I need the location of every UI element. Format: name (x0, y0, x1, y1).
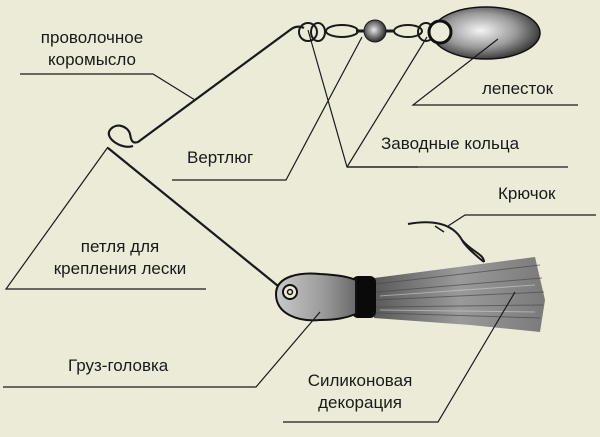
jig-eye (282, 284, 298, 300)
label-jig-head: Груз-головка (68, 356, 169, 375)
label-wire-arm-line2: коромысло (48, 50, 136, 69)
label-split-rings: Заводные кольца (381, 134, 520, 153)
label-swivel: Вертлюг (187, 148, 254, 167)
label-skirt-line1: Силиконовая (307, 371, 413, 390)
blade-ring (427, 19, 453, 45)
silicone-skirt (374, 257, 545, 332)
hook (407, 221, 485, 263)
jig-head (274, 272, 357, 322)
split-ring-left (298, 22, 318, 42)
label-line-tie-line2: крепления лески (53, 259, 187, 278)
swivel-link-left (325, 24, 359, 38)
label-line-tie: петля для крепления лески (30, 236, 210, 280)
bead (363, 19, 387, 43)
label-skirt-line2: декорация (318, 393, 402, 412)
wire-arm (107, 25, 305, 291)
leader-lines (3, 29, 596, 423)
swivel-assembly (298, 22, 435, 42)
label-silicone-skirt: Силиконовая декорация (290, 370, 430, 414)
label-line-tie-line1: петля для (80, 237, 160, 256)
label-blade: лепесток (482, 79, 554, 98)
label-hook: Крючок (498, 184, 556, 203)
collar (352, 276, 376, 318)
label-wire-arm-line1: проволочное (40, 28, 144, 47)
label-wire-arm: проволочное коромысло (22, 27, 162, 71)
hook-barb (434, 225, 445, 233)
